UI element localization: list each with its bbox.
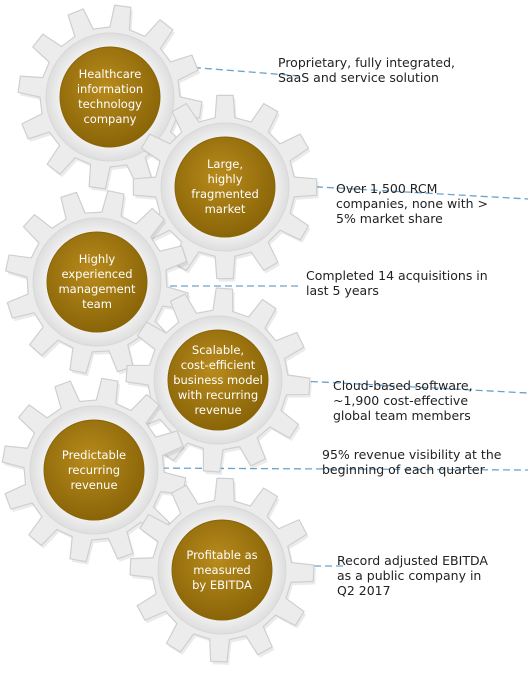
gear-icon — [1, 377, 188, 565]
description-cloud-software: Cloud-based software, ~1,900 cost-effect… — [333, 378, 473, 423]
description-acquisitions: Completed 14 acquisitions in last 5 year… — [306, 268, 488, 298]
gear-label-scalable-model: Scalable, cost-efficient business model … — [173, 342, 263, 417]
gear-icon — [132, 94, 319, 282]
description-rcm-market: Over 1,500 RCM companies, none with > 5%… — [336, 181, 488, 226]
gear-label-ebitda: Profitable as measured by EBITDA — [186, 547, 258, 592]
connector-line — [139, 467, 529, 471]
description-record-ebitda: Record adjusted EBITDA as a public compa… — [337, 553, 488, 598]
gear-label-management-team: Highly experienced management team — [58, 252, 136, 311]
gear-label-recurring-revenue: Predictable recurring revenue — [61, 447, 127, 492]
gear-label-fragmented-market: Large, highly fragmented market — [191, 157, 259, 216]
gear-label-healthcare-it: Healthcare information technology compan… — [76, 67, 144, 126]
gear-icon — [129, 477, 316, 665]
gear-icon — [125, 287, 312, 475]
description-revenue-visibility: 95% revenue visibility at the beginning … — [322, 447, 502, 477]
description-saas-solution: Proprietary, fully integrated, SaaS and … — [278, 55, 455, 85]
